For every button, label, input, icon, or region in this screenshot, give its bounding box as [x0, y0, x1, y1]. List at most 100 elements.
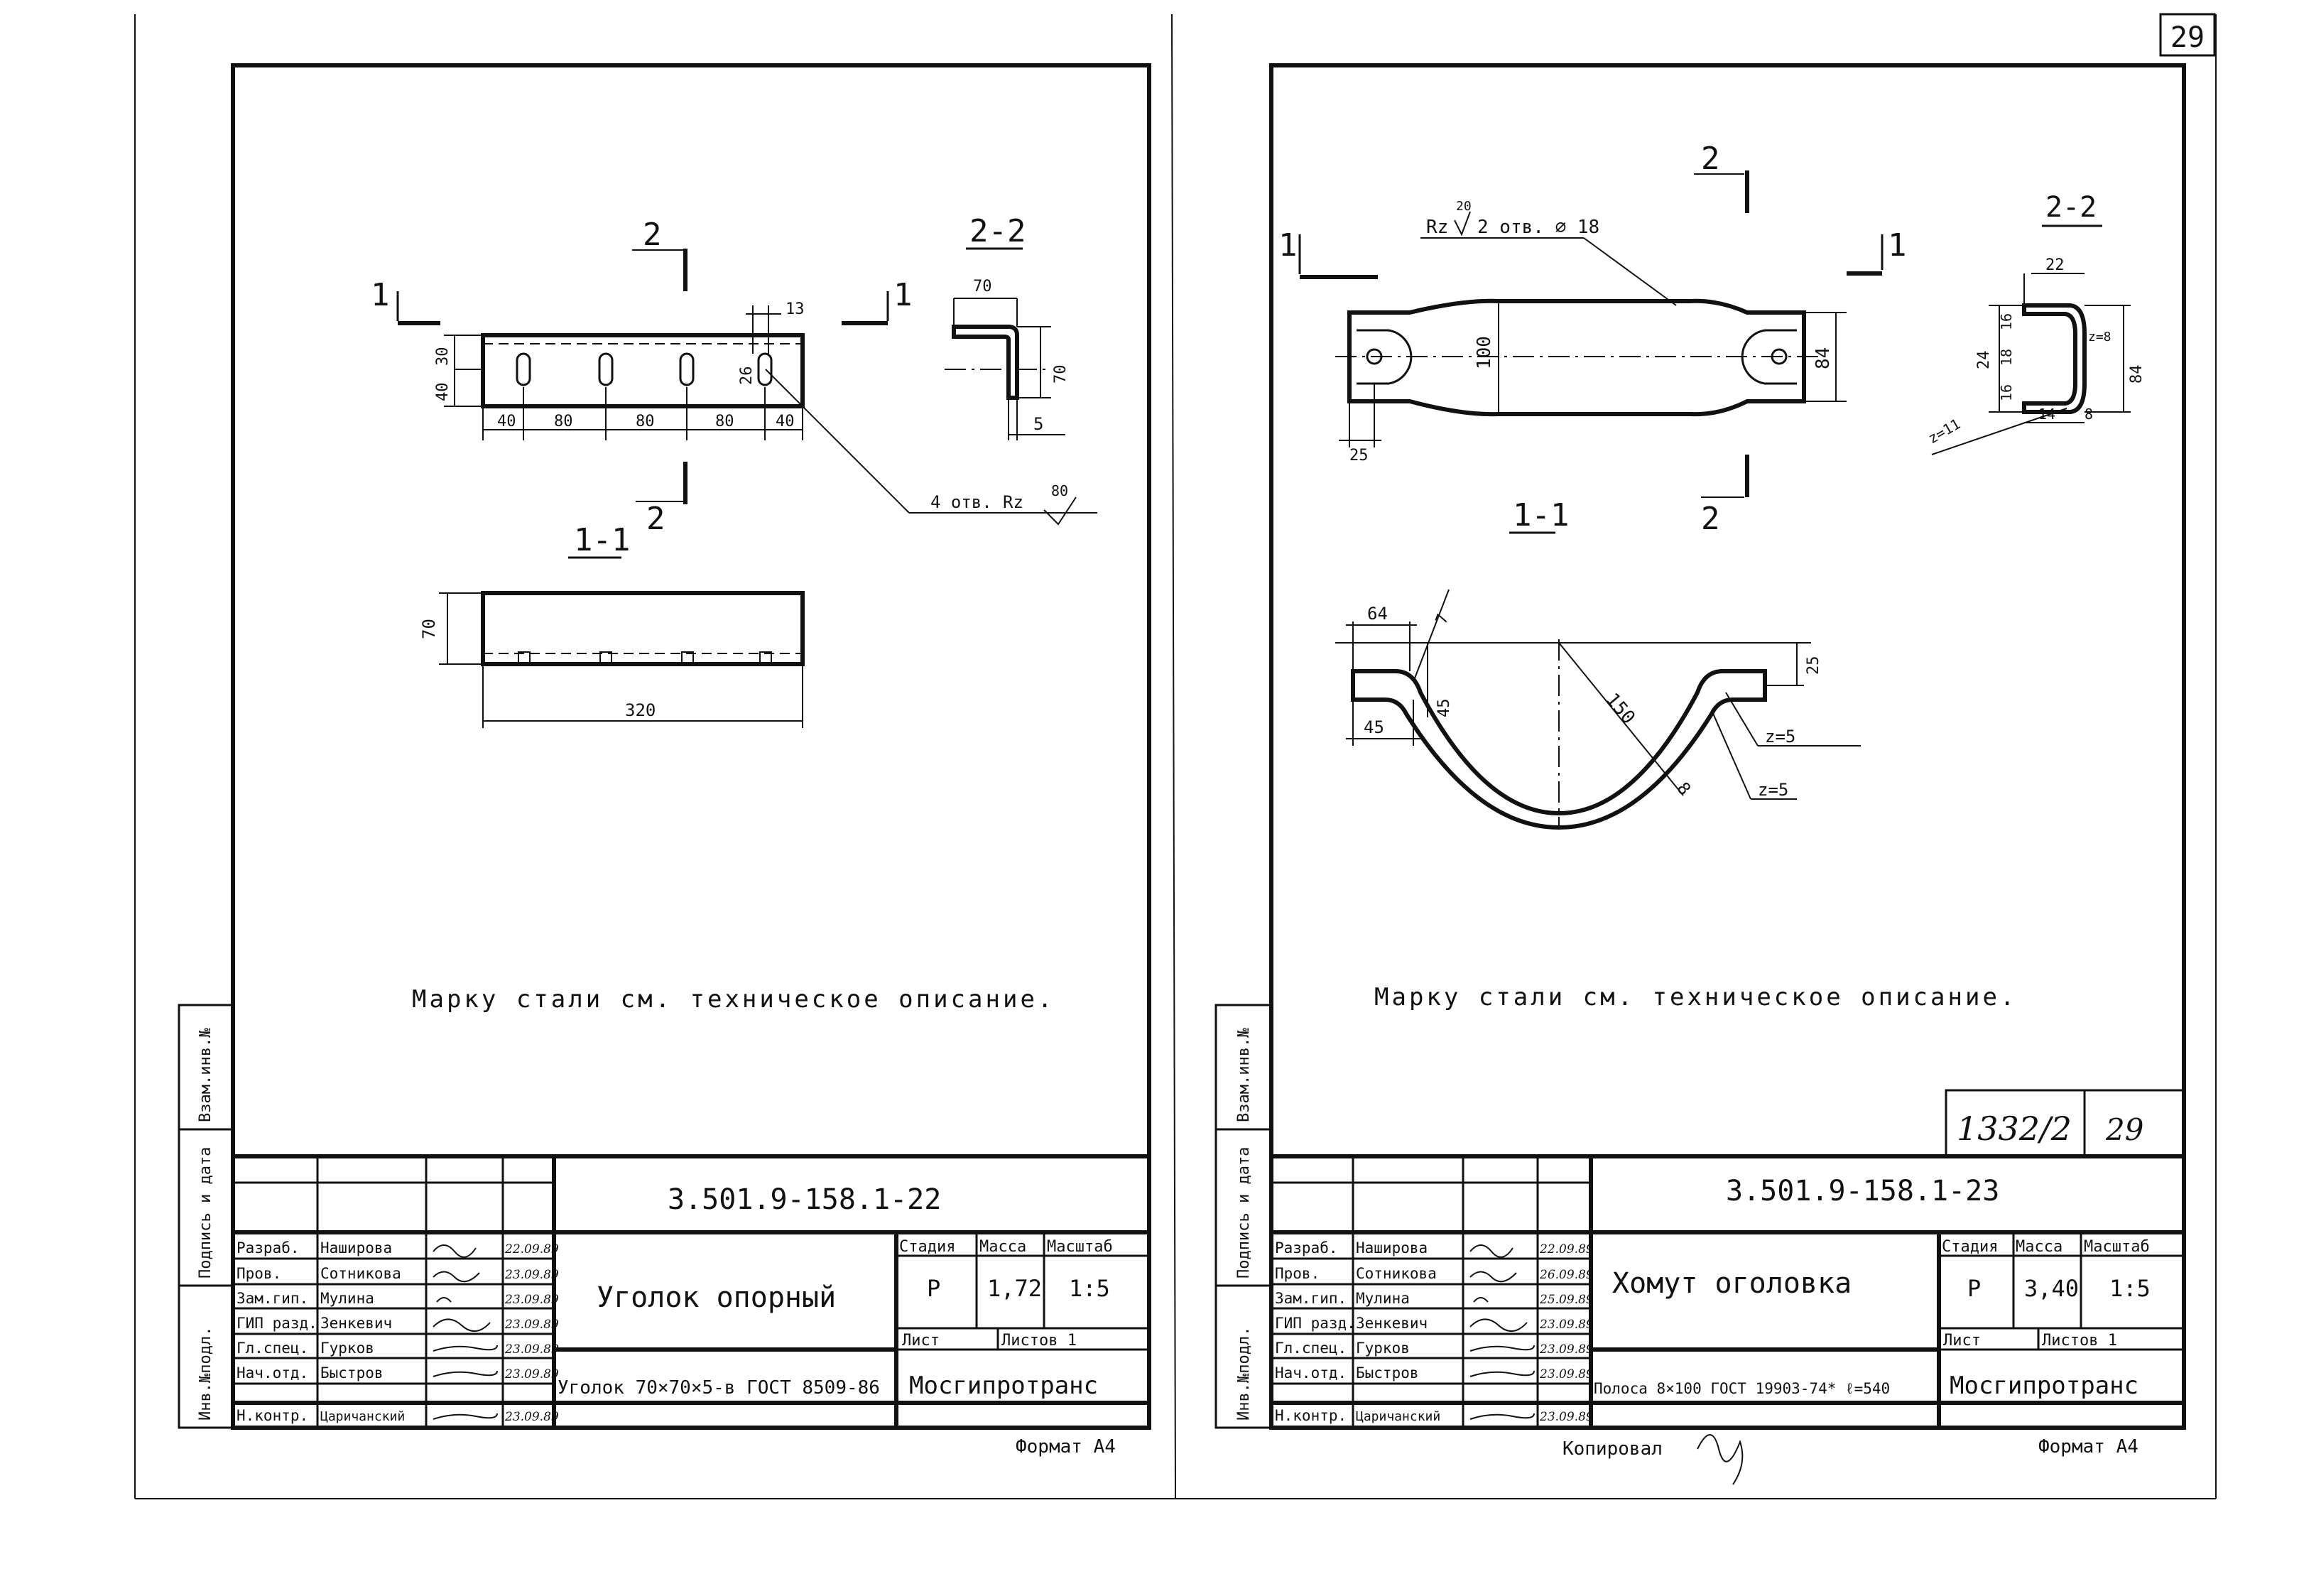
right-dim-84: 84	[1812, 347, 1834, 369]
right-cut-right: 1	[1888, 227, 1907, 264]
left-side-strip	[178, 1004, 234, 1429]
left-section-top: 2	[643, 217, 662, 253]
left-view-1-1-title: 1-1	[574, 522, 630, 558]
page-number: 29	[2170, 21, 2205, 54]
left-dim-13: 13	[786, 300, 805, 318]
left-22-dim-bottom: 5	[1033, 414, 1043, 434]
sheet-fold-line	[1171, 13, 1176, 1499]
left-section-bottom: 2	[646, 501, 665, 537]
svg-text:23.09.89: 23.09.89	[504, 1318, 559, 1332]
right-22-dim-24: 24	[1975, 351, 1993, 370]
left-cut-left: 1	[371, 277, 390, 313]
left-stage: Р	[927, 1275, 940, 1302]
left-plate-plan	[481, 333, 805, 408]
left-org: Мосгипротранс	[909, 1372, 1098, 1400]
right-material: Полоса 8×100 ГОСТ 19903-74* ℓ=540	[1594, 1380, 1890, 1397]
svg-text:Зам.гип.: Зам.гип.	[237, 1290, 308, 1307]
right-view-2-2-title: 2-2	[2045, 191, 2097, 224]
svg-text:23.09.89: 23.09.89	[1539, 1342, 1594, 1357]
left-side-label-inv: Инв.№подл.	[197, 1327, 214, 1421]
svg-text:23.09.89: 23.09.89	[504, 1367, 559, 1381]
right-side-label-replace: Взам.инв.№	[1235, 1028, 1253, 1122]
right-22-dim-z8: z=8	[2088, 330, 2112, 344]
right-11-dim-z5a: z=5	[1765, 727, 1795, 747]
right-mass-label: Масса	[2016, 1238, 2062, 1256]
svg-text:Зам.гип.: Зам.гип.	[1275, 1290, 1347, 1307]
right-mass: 3,40	[2024, 1275, 2079, 1302]
right-sheet: Инв.№подл. Подпись и дата Взам.инв.№ 100…	[1214, 63, 2186, 1485]
right-22-dim-z11: z=11	[1925, 415, 1964, 447]
right-11-dim-z5b: z=5	[1758, 780, 1788, 800]
right-title: Хомут оголовка	[1612, 1267, 1852, 1300]
svg-text:Н.контр.: Н.контр.	[237, 1407, 308, 1424]
left-dim-holes-rz: Rz	[1003, 492, 1023, 512]
svg-text:Сотникова: Сотникова	[320, 1265, 401, 1282]
right-22-dim-18: 18	[1998, 349, 2015, 366]
left-stage-label: Стадия	[899, 1238, 955, 1256]
right-11-dim-45b: 45	[1435, 699, 1453, 718]
right-strap-section	[2022, 303, 2087, 414]
right-signatures	[1469, 1244, 1535, 1420]
right-rz-label: Rz	[1426, 217, 1448, 238]
svg-text:Царичанский: Царичанский	[320, 1409, 405, 1424]
left-dim-holes: 4 отв.	[930, 492, 992, 512]
right-note: Марку стали см. техническое описание.	[1374, 983, 2017, 1011]
right-11-dim-45a: 45	[1364, 717, 1384, 737]
left-plate-side	[481, 591, 805, 666]
svg-text:Мулина: Мулина	[1356, 1290, 1410, 1307]
svg-text:23.09.89: 23.09.89	[1539, 1367, 1594, 1381]
right-11-dim-150: 150	[1602, 689, 1639, 728]
right-rz-val: 20	[1456, 199, 1472, 214]
svg-text:Гл.спец.: Гл.спец.	[1275, 1340, 1347, 1357]
right-dim-25: 25	[1349, 447, 1369, 465]
right-stage: Р	[1967, 1275, 1981, 1302]
right-22-dim-14: 14	[2038, 406, 2055, 423]
svg-text:22.09.89: 22.09.89	[504, 1242, 559, 1256]
left-scale-label: Масштаб	[1047, 1238, 1113, 1256]
svg-text:23.09.89: 23.09.89	[504, 1293, 559, 1307]
svg-text:25.09.89: 25.09.89	[1539, 1293, 1594, 1307]
right-side-strip	[1214, 1004, 1273, 1429]
right-title-block	[1271, 1154, 2184, 1428]
page-number-box	[2159, 13, 2216, 57]
right-strap-plan	[1347, 298, 1806, 417]
svg-text:Разраб.: Разраб.	[237, 1239, 300, 1256]
right-22-dim-16a: 16	[1998, 313, 2015, 330]
right-scale-label: Масштаб	[2084, 1238, 2150, 1256]
svg-text:Гурков: Гурков	[1356, 1340, 1410, 1357]
right-section-top: 2	[1701, 141, 1720, 177]
right-22-dim-8: 8	[2085, 406, 2093, 423]
svg-text:26.09.89: 26.09.89	[1539, 1268, 1594, 1282]
right-sheet-label: Лист	[1943, 1332, 1981, 1350]
right-11-dim-25: 25	[1805, 656, 1822, 675]
svg-text:Зенкевич: Зенкевич	[1356, 1315, 1428, 1332]
right-org: Мосгипротранс	[1950, 1372, 2138, 1400]
svg-text:23.09.89: 23.09.89	[1539, 1318, 1594, 1332]
left-dim-b1: 40	[497, 413, 516, 430]
right-stamp-page: 29	[2105, 1112, 2143, 1147]
left-signatures	[433, 1244, 498, 1420]
left-side-label-sign: Подпись и дата	[197, 1147, 214, 1279]
svg-text:Быстров: Быстров	[320, 1364, 384, 1381]
svg-text:Нач.отд.: Нач.отд.	[1275, 1364, 1347, 1381]
right-22-dim-16b: 16	[1998, 384, 2015, 401]
left-dim-b2: 80	[554, 413, 573, 430]
left-cut-right: 1	[893, 277, 913, 313]
right-cut-left: 1	[1278, 227, 1298, 264]
left-title-block	[233, 1154, 1149, 1428]
left-view-2-2-title: 2-2	[969, 213, 1026, 249]
left-side-label-replace: Взам.инв.№	[197, 1028, 214, 1122]
right-copied-label: Копировал	[1562, 1438, 1663, 1460]
right-11-dim-64: 64	[1367, 604, 1388, 624]
left-sheet-label: Лист	[902, 1332, 940, 1350]
right-side-label-sign: Подпись и дата	[1235, 1147, 1253, 1279]
svg-text:Пров.: Пров.	[237, 1265, 281, 1282]
right-side-label-inv: Инв.№подл.	[1235, 1327, 1253, 1421]
left-material: Уголок 70×70×5-в ГОСТ 8509-86	[558, 1377, 880, 1399]
left-sheets-label: Листов 1	[1001, 1332, 1077, 1350]
left-dim-b5: 40	[776, 413, 795, 430]
svg-text:Разраб.: Разраб.	[1275, 1239, 1338, 1256]
svg-text:ГИП разд.: ГИП разд.	[1275, 1315, 1356, 1332]
right-stamp-code: 1332/2	[1957, 1109, 2072, 1148]
